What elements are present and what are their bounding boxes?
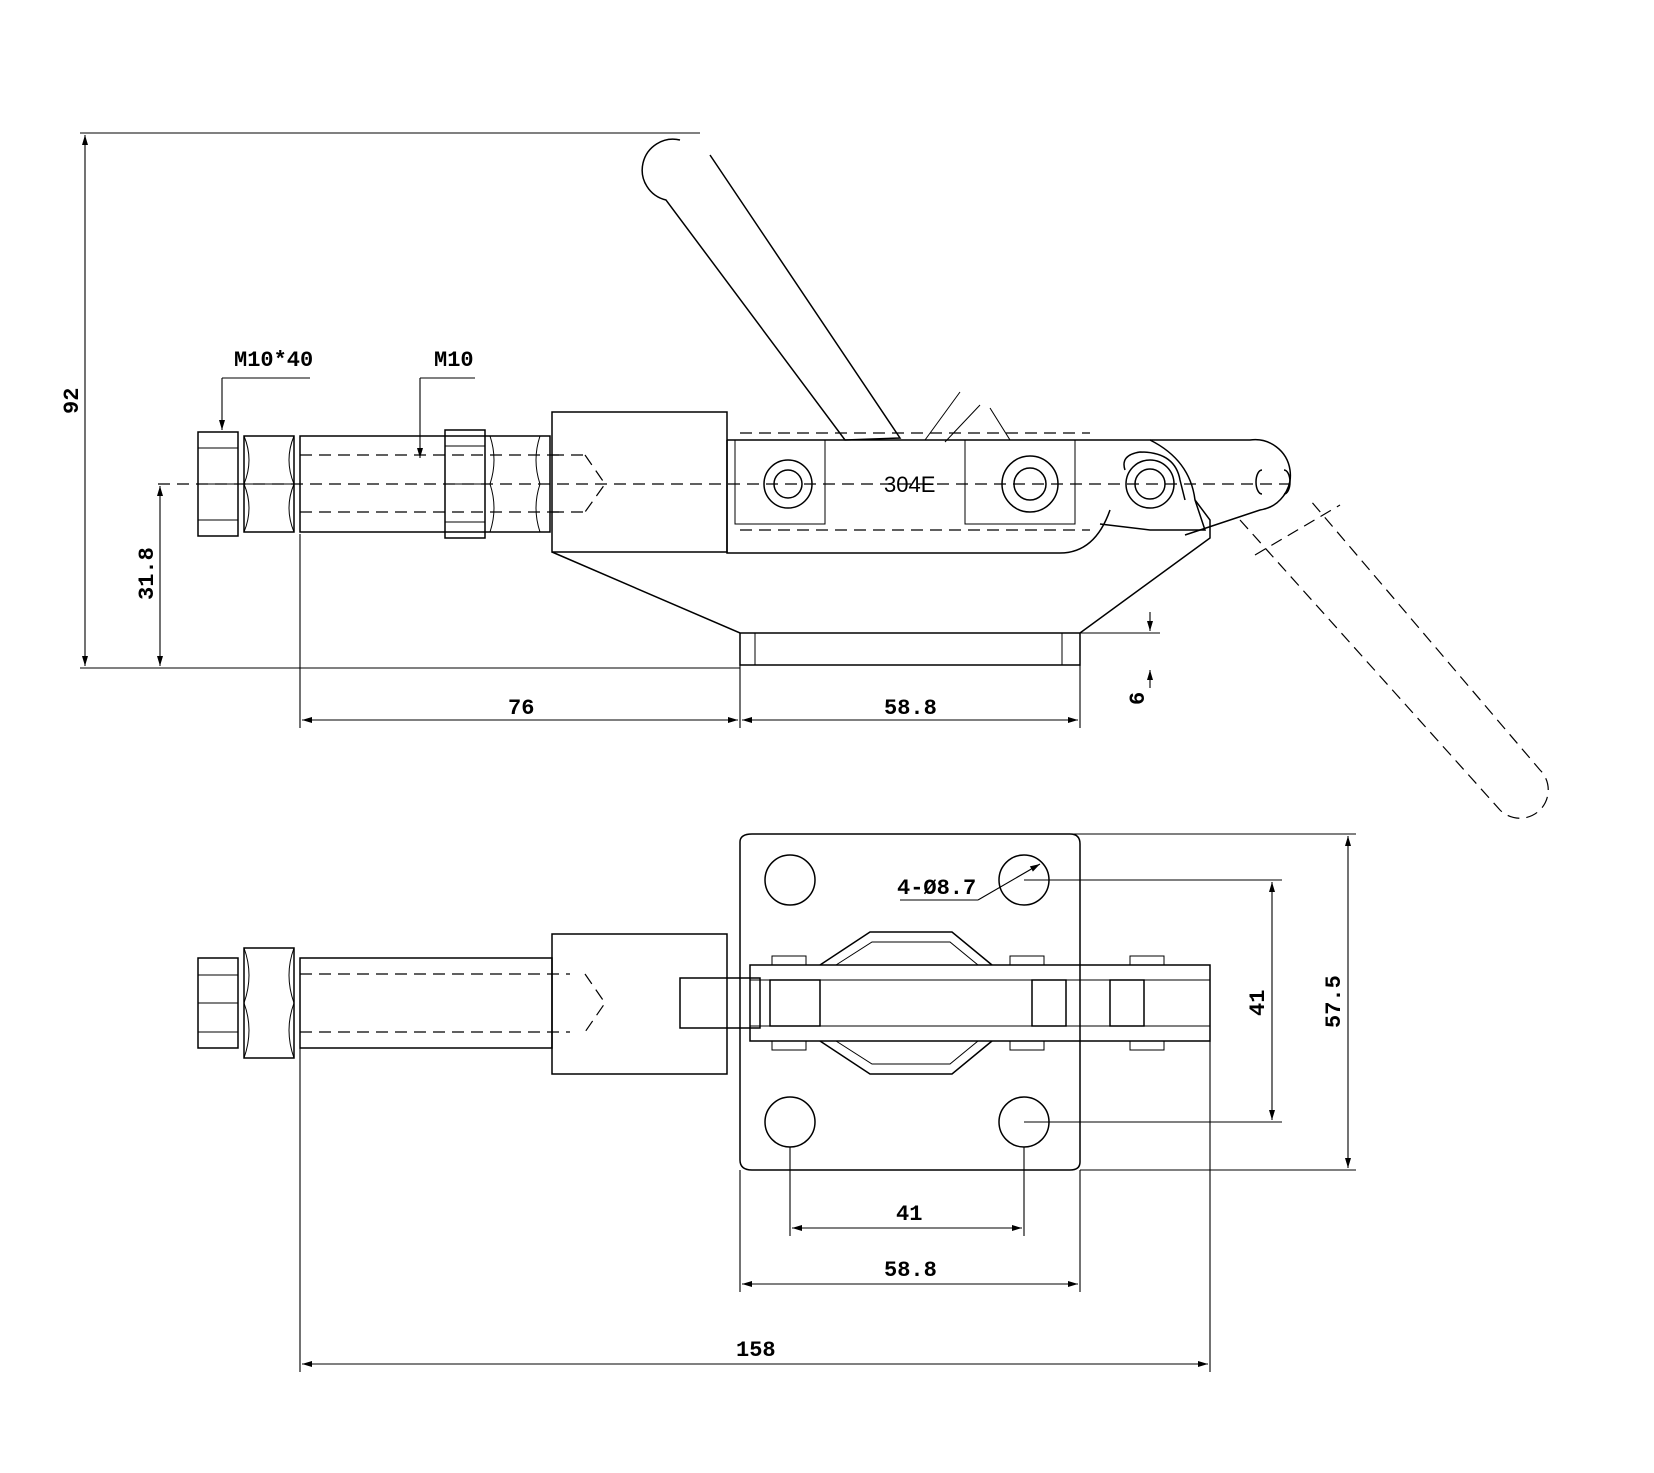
dim-height-total: 92 xyxy=(60,388,85,414)
side-base-plate xyxy=(739,633,1081,666)
top-view xyxy=(197,833,1211,1171)
side-guide-bush xyxy=(551,411,728,553)
dim-plunger-reach: 76 xyxy=(508,696,534,721)
callout-holes: 4-Ø8.7 xyxy=(897,876,976,901)
side-pivot-pins xyxy=(763,451,1186,513)
side-view: 304E xyxy=(158,138,1549,819)
top-stud-head xyxy=(197,947,295,1059)
callout-stud: M10*40 xyxy=(234,348,313,373)
dim-hole-pitch-h: 41 xyxy=(896,1202,922,1227)
dim-hole-pitch-v: 41 xyxy=(1246,990,1271,1016)
dim-height-axis: 31.8 xyxy=(135,547,160,600)
model-stamp: 304E xyxy=(884,472,935,497)
side-handle xyxy=(641,138,1011,443)
dim-base-width: 57.5 xyxy=(1322,975,1347,1028)
dim-base-len-top: 58.8 xyxy=(884,1258,937,1283)
dim-overall-len: 158 xyxy=(736,1338,776,1363)
top-base-plate xyxy=(739,833,1081,1171)
top-dimensions: 4-Ø8.7 41 57.5 41 58.8 158 xyxy=(299,833,1356,1372)
dim-base-thickness: 6 xyxy=(1126,692,1151,705)
side-handle-released xyxy=(1150,438,1549,819)
side-body xyxy=(551,432,1211,634)
dim-base-len-side: 58.8 xyxy=(884,696,937,721)
callout-nut: M10 xyxy=(434,348,474,373)
side-dimensions: 92 31.8 6 76 58.8 M10*40 M10 xyxy=(60,132,1160,728)
top-linkage xyxy=(679,931,1211,1075)
top-guide-bush xyxy=(551,933,728,1075)
top-plunger-rod xyxy=(299,957,553,1049)
